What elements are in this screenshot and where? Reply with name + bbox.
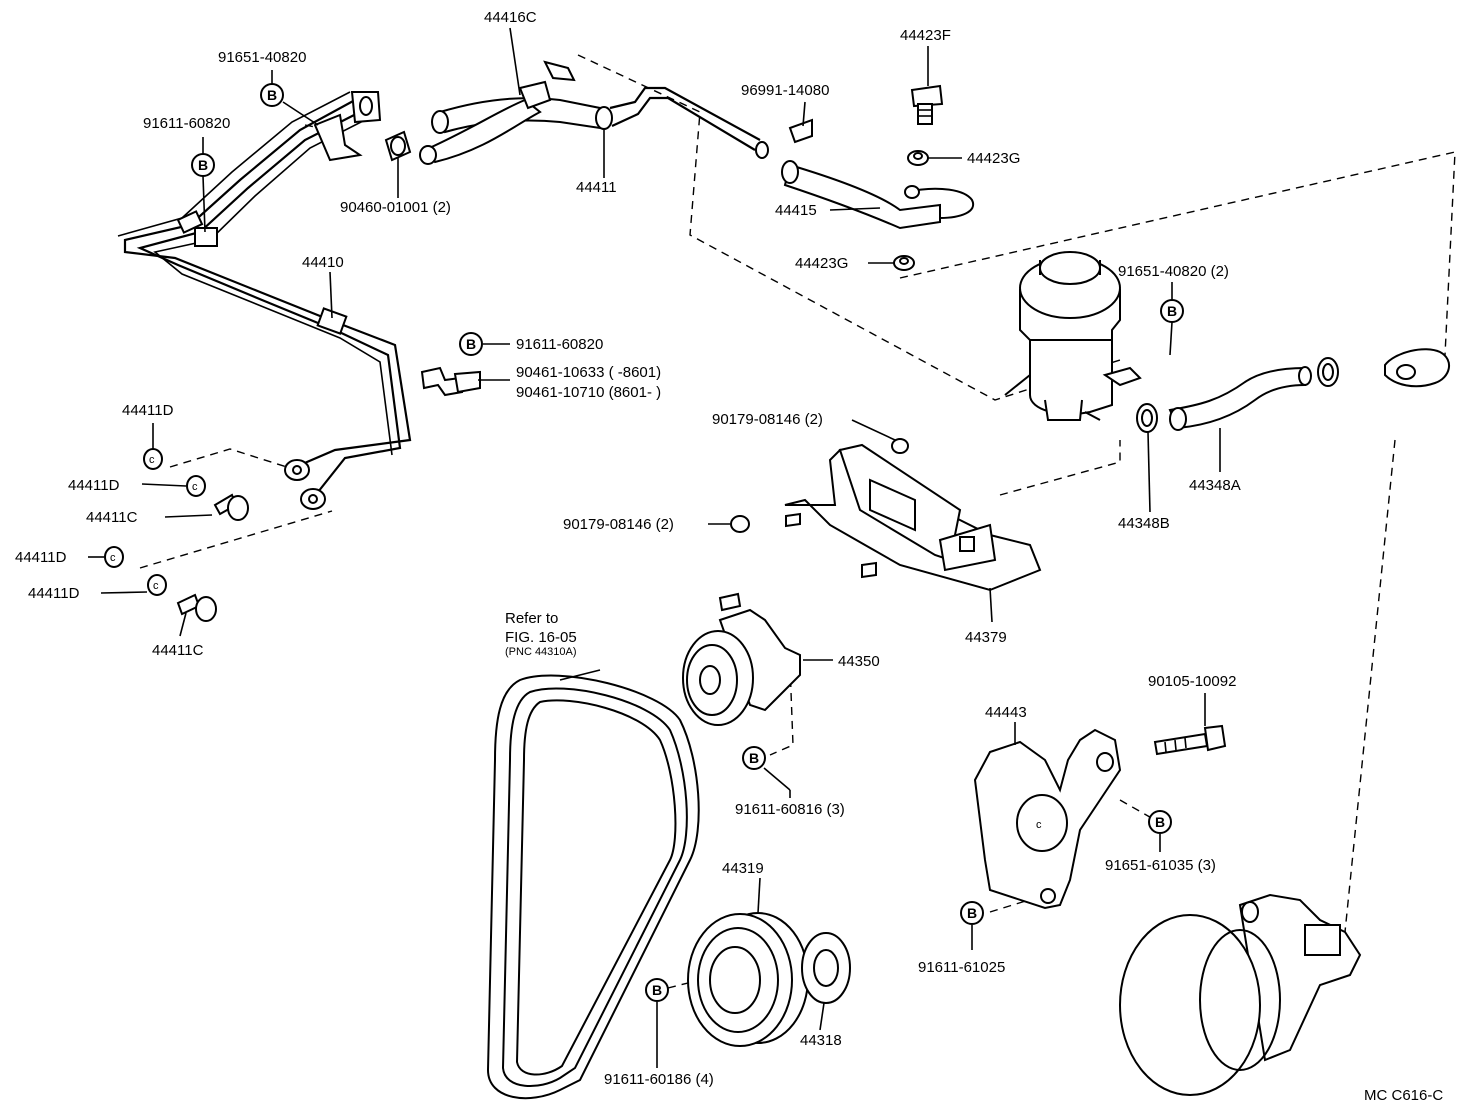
hose-44411 (384, 60, 769, 165)
label-44348A: 44348A (1189, 477, 1241, 494)
label-refer-to: Refer to (505, 610, 558, 627)
hose-44415 (781, 160, 975, 230)
label-96991-14080: 96991-14080 (741, 82, 829, 99)
svg-text:B: B (1167, 303, 1177, 319)
label-44423G-top: 44423G (967, 150, 1020, 167)
label-44410: 44410 (302, 254, 344, 271)
svg-text:c: c (110, 552, 116, 564)
label-90179-08146-left: 90179-08146 (2) (563, 516, 674, 533)
label-44411: 44411 (576, 179, 617, 196)
pump-inlet-fitting (1384, 348, 1450, 388)
label-44411D-3: 44411D (15, 549, 67, 566)
svg-text:B: B (652, 982, 662, 998)
washer-44411D-3: c (104, 546, 124, 568)
bolt-44423F (910, 84, 944, 125)
nut-90179-08146-left (730, 515, 750, 533)
bolt-90105-10092 (1153, 724, 1227, 756)
hose-44348A (1168, 366, 1312, 431)
washer-44411D-1: c (143, 448, 163, 470)
label-91651-40820-top: 91651-40820 (218, 49, 306, 66)
bolt-marker-b-91611-60186: B (645, 978, 669, 1002)
label-44350: 44350 (838, 653, 880, 670)
label-44411C-2: 44411C (152, 642, 204, 659)
pulley-44319 (687, 912, 809, 1047)
label-44423G-bottom: 44423G (795, 255, 848, 272)
bolt-marker-b-91611-60820-mid: B (459, 332, 483, 356)
label-44423F: 44423F (900, 27, 951, 44)
svg-text:B: B (267, 87, 277, 103)
label-90179-08146-top: 90179-08146 (2) (712, 411, 823, 428)
bolt-marker-b-91611-60816: B (742, 746, 766, 770)
label-91611-60820-top: 91611-60820 (143, 115, 230, 132)
idler-pulley-44350 (682, 592, 801, 726)
label-pnc-44310a: (PNC 44310A) (505, 646, 577, 658)
svg-text:c: c (1036, 819, 1042, 831)
svg-text:B: B (466, 336, 476, 352)
label-44318: 44318 (800, 1032, 842, 1049)
label-44415: 44415 (775, 202, 817, 219)
label-44411C-1: 44411C (86, 509, 138, 526)
power-steering-pump (1119, 893, 1362, 1096)
label-fig-16-05: FIG. 16-05 (505, 629, 577, 646)
part-labels: 44416C 91651-40820 91611-60820 44411 904… (15, 9, 1443, 1104)
label-91611-60816: 91611-60816 (3) (735, 801, 845, 818)
clamp-90461 (420, 366, 481, 397)
spacer-44318 (801, 932, 851, 1004)
leader-lines (88, 27, 1221, 1068)
label-44443: 44443 (985, 704, 1027, 721)
bracket-44443: c (973, 728, 1122, 910)
bracket-44379 (784, 443, 1042, 592)
svg-text:c: c (192, 481, 198, 493)
label-91611-60186: 91611-60186 (4) (604, 1071, 714, 1088)
svg-text:c: c (149, 454, 155, 466)
clip-96991-14080 (788, 118, 813, 144)
label-44411D-1: 44411D (122, 402, 174, 419)
bolt-44411C-2 (176, 593, 217, 622)
label-44379: 44379 (965, 629, 1007, 646)
label-44348B: 44348B (1118, 515, 1170, 532)
label-44411D-4: 44411D (28, 585, 80, 602)
clamp-44348B-right (1317, 357, 1339, 387)
bolt-marker-b-91611-61025: B (960, 901, 984, 925)
label-91611-61025: 91611-61025 (918, 959, 1005, 976)
bolt-marker-b-91651-40820-top: B (260, 83, 284, 107)
grommet-44423G-top (907, 150, 929, 166)
label-91611-60820-mid: 91611-60820 (516, 336, 603, 353)
label-44411D-2: 44411D (68, 477, 120, 494)
svg-text:B: B (749, 750, 759, 766)
svg-text:B: B (1155, 814, 1165, 830)
washer-44411D-2: c (186, 475, 206, 497)
tube-assembly-44410 (117, 91, 412, 510)
bolt-marker-b-91611-60820-top: B (191, 153, 215, 177)
bolt-marker-b-91651-61035: B (1148, 810, 1172, 834)
reservoir (1004, 251, 1142, 421)
v-belt (486, 674, 700, 1100)
svg-text:B: B (198, 157, 208, 173)
label-90461-10710: 90461-10710 (8601- ) (516, 384, 661, 401)
svg-text:c: c (153, 580, 159, 592)
svg-text:B: B (967, 905, 977, 921)
label-90461-10633: 90461-10633 ( -8601) (516, 364, 661, 381)
bolt-marker-b-91651-40820-2: B (1160, 299, 1184, 323)
label-91651-61035: 91651-61035 (3) (1105, 857, 1216, 874)
grommet-44423G-bottom (893, 255, 915, 271)
label-91651-40820-2: 91651-40820 (2) (1118, 263, 1229, 280)
label-90460-01001: 90460-01001 (2) (340, 199, 451, 216)
washer-44411D-4: c (147, 574, 167, 596)
label-44319: 44319 (722, 860, 764, 877)
bolt-44411C-1 (213, 493, 249, 521)
nut-90179-08146-top (891, 438, 909, 454)
label-44416C: 44416C (484, 9, 537, 26)
clamp-44348B (1136, 403, 1158, 433)
diagram-code: MC C616-C (1364, 1087, 1443, 1104)
label-90105-10092: 90105-10092 (1148, 673, 1236, 690)
